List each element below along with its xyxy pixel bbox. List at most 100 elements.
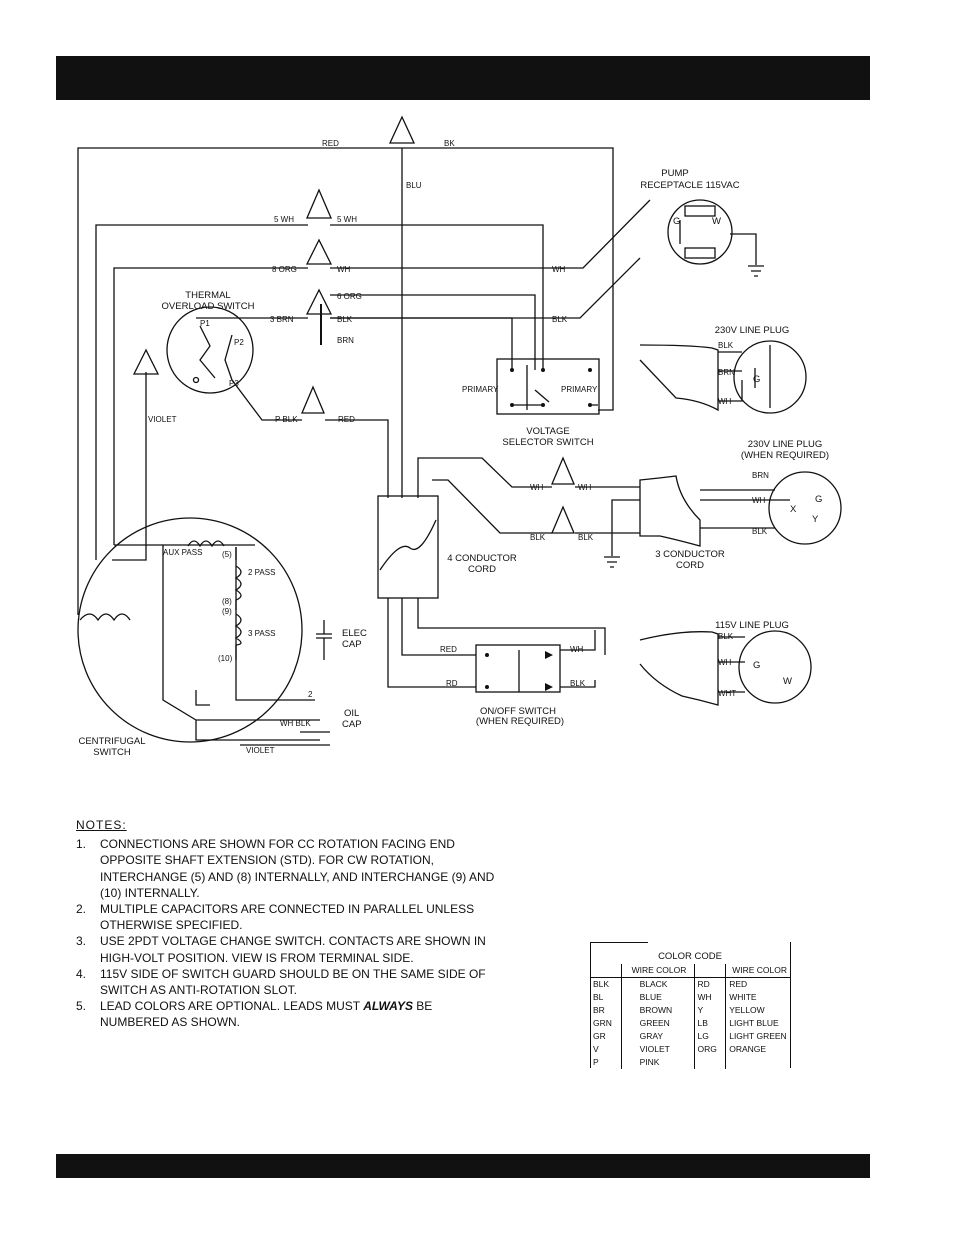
- wire-label: (10): [218, 654, 233, 663]
- plug-230v-optional: [639, 471, 842, 547]
- wire-label: ON/OFF SWITCH: [480, 706, 556, 717]
- wire-label: RED: [322, 139, 339, 148]
- wire-label: G: [753, 374, 760, 385]
- notes-heading: NOTES:: [76, 818, 127, 832]
- thermal-overload-switch: [166, 306, 254, 394]
- connector-triangle: [306, 188, 332, 219]
- wire-label: OIL: [344, 708, 359, 719]
- wire-label: BRN: [718, 368, 735, 377]
- wire-label: (WHEN REQUIRED): [741, 450, 829, 461]
- wire-label: PRIMARY: [462, 385, 499, 394]
- wire-label: ELEC: [342, 628, 367, 639]
- wire-label: RD: [446, 679, 458, 688]
- wire-label: BLK: [337, 315, 353, 324]
- wire-label: WH: [718, 397, 732, 406]
- wire-label: VOLTAGE: [526, 426, 569, 437]
- wire-label: 6 ORG: [337, 292, 362, 301]
- wire-label: CORD: [676, 560, 704, 571]
- footer-bar: [56, 1154, 870, 1178]
- connector-triangle: [551, 456, 575, 485]
- wire-label: P2: [234, 338, 244, 347]
- wire-label: CAP: [342, 639, 362, 650]
- pump-receptacle: [667, 199, 733, 265]
- wire-label: 3 CONDUCTOR: [655, 549, 725, 560]
- wire-label: WH: [570, 645, 584, 654]
- connector-triangle: [388, 115, 416, 144]
- voltage-selector-switch: [496, 358, 600, 415]
- wire-label: WHT: [718, 689, 736, 698]
- wire-label: X: [790, 504, 797, 515]
- wire-label: AUX PASS: [163, 548, 202, 557]
- wire-label: G: [673, 216, 680, 227]
- connector-triangle: [132, 348, 160, 375]
- wire-label: PUMP: [661, 168, 688, 179]
- notes: NOTES: 1. CONNECTIONS ARE SHOWN FOR CC R…: [76, 817, 496, 1031]
- note-item: 1. CONNECTIONS ARE SHOWN FOR CC ROTATION…: [76, 837, 495, 900]
- wire-label: 4 CONDUCTOR: [447, 553, 517, 564]
- wire-label: VIOLET: [246, 746, 275, 755]
- wire-label: BLK: [752, 527, 768, 536]
- wire-label: WH: [552, 265, 566, 274]
- wire-label: WH: [337, 265, 351, 274]
- wire-label: (WHEN REQUIRED): [476, 716, 564, 727]
- note-item: 4. 115V SIDE OF SWITCH GUARD SHOULD BE O…: [76, 966, 486, 998]
- wire-label: WH: [530, 483, 544, 492]
- note-item: 2. MULTIPLE CAPACITORS ARE CONNECTED IN …: [76, 902, 475, 933]
- wire-label: BLK: [530, 533, 546, 542]
- plug-230v: [639, 340, 807, 414]
- wire-label: VIOLET: [148, 415, 177, 424]
- wire-label: CENTRIFUGAL: [78, 736, 145, 747]
- wire-label: CORD: [468, 564, 496, 575]
- wire-label: BLK: [718, 341, 734, 350]
- wire-label: G: [753, 660, 760, 671]
- wire-label: 8 ORG: [272, 265, 297, 274]
- wire-label: BLK: [552, 315, 568, 324]
- wiring-diagram: RED BK BLU PUMP RECEPTACLE 115VAC W G 5 …: [77, 115, 842, 758]
- wire-label: WH: [578, 483, 592, 492]
- wire-label: RED: [338, 415, 355, 424]
- wire-label: (5): [222, 550, 232, 559]
- wire-label: BLK: [570, 679, 586, 688]
- wire-label: P BLK: [275, 415, 298, 424]
- header-bar: [56, 56, 870, 100]
- wire-label: BRN: [752, 471, 769, 480]
- wire-label: SWITCH: [93, 747, 131, 758]
- wire-label: (9): [222, 607, 232, 616]
- wire-label: WH BLK: [280, 719, 311, 728]
- wire-label: WH: [752, 496, 766, 505]
- wire-label: RECEPTACLE 115VAC: [640, 180, 739, 191]
- plug-115v: [639, 630, 812, 706]
- wire-label: THERMAL: [185, 290, 230, 301]
- wire-label: BLU: [406, 181, 422, 190]
- wire-label: G: [815, 494, 822, 505]
- wire-label: BK: [444, 139, 455, 148]
- onoff-switch: [475, 644, 561, 693]
- wire-label: 3 BRN: [270, 315, 294, 324]
- motor: [77, 517, 303, 743]
- note-item: 3. USE 2PDT VOLTAGE CHANGE SWITCH. CONTA…: [76, 934, 486, 965]
- wire-label: SELECTOR SWITCH: [502, 437, 593, 448]
- color-code-title: COLOR CODE: [658, 951, 722, 962]
- wire-label: BLK: [578, 533, 594, 542]
- wire-label: BRN: [337, 336, 354, 345]
- four-conductor-cord: [377, 495, 439, 599]
- wire-label: OVERLOAD SWITCH: [162, 301, 255, 312]
- wire-label: Y: [812, 514, 819, 525]
- wire-label: W: [712, 216, 721, 227]
- connector-triangle: [305, 288, 333, 315]
- wire-label: 5 WH: [337, 215, 357, 224]
- wire-label: 230V LINE PLUG: [748, 439, 822, 450]
- wire-label: RED: [440, 645, 457, 654]
- wire-label: WH: [718, 658, 732, 667]
- connector-triangle: [305, 238, 333, 265]
- connector-triangle: [551, 505, 575, 534]
